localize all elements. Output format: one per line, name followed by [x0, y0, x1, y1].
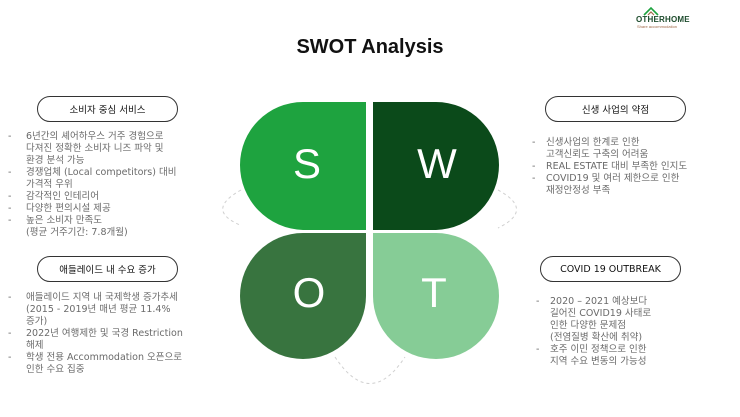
opportunity-label: 애들레이드 내 수요 증가 [37, 256, 178, 282]
connector-arc-bottom [334, 356, 406, 384]
list-item: (평균 거주기간: 7.8개월) [26, 227, 128, 238]
list-item: 2020 – 2021 예상보다 [536, 296, 736, 308]
petal-weakness [373, 102, 499, 230]
list-item: 인한 다양한 문제점 [550, 320, 626, 331]
list-item: 경쟁업체 (Local competitors) 대비 [8, 167, 238, 179]
list-item: REAL ESTATE 대비 부족한 인지도 [532, 161, 737, 173]
connector-arc-right [497, 189, 517, 229]
list-item: COVID19 및 여러 제한으로 인한 [532, 173, 737, 185]
list-item: 지역 수요 변동의 가능성 [550, 356, 647, 367]
opportunity-list: 애들레이드 지역 내 국제학생 증가추세 (2015 - 2019년 매년 평균… [8, 292, 240, 376]
logo-wordmark: OTHERHOME [636, 15, 690, 24]
house-icon [643, 6, 659, 16]
threat-letter: T [421, 269, 447, 316]
list-item: (2015 - 2019년 매년 평균 11.4% [26, 304, 171, 315]
threat-label: COVID 19 OUTBREAK [540, 256, 681, 282]
weakness-label: 신생 사업의 약점 [545, 96, 686, 122]
list-item: 신생사업의 한계로 인한 [532, 137, 737, 149]
threat-list: 2020 – 2021 예상보다 길어진 COVID19 사태로 인한 다양한 … [536, 296, 736, 368]
logo-tagline: Share accommodation [637, 24, 678, 29]
list-item: 2022년 여행제한 및 국경 Restriction [8, 328, 240, 340]
list-item: 감각적인 인테리어 [8, 191, 238, 203]
list-item: 다져진 정확한 소비자 니즈 파악 및 [26, 143, 164, 154]
list-item: 6년간의 셰어하우스 거주 경험으로 [8, 131, 238, 143]
list-item: 높은 소비자 만족도 [8, 215, 238, 227]
list-item: 증가) [26, 316, 48, 327]
list-item: 가격적 우위 [26, 179, 73, 190]
weakness-letter: W [417, 140, 457, 187]
list-item: 길어진 COVID19 사태로 [550, 308, 652, 319]
list-item: 학생 전용 Accommodation 오픈으로 [8, 352, 240, 364]
weakness-list: 신생사업의 한계로 인한 고객신뢰도 구축의 어려움 REAL ESTATE 대… [532, 137, 737, 197]
list-item: 해제 [26, 340, 44, 351]
list-item: 인한 수요 집중 [26, 364, 85, 375]
petal-strength [240, 102, 366, 230]
list-item: 애들레이드 지역 내 국제학생 증가추세 [8, 292, 240, 304]
company-logo: OTHERHOME Share accommodation [636, 6, 696, 32]
petal-opportunity [240, 233, 366, 359]
list-item: (전염질병 확산에 취약) [550, 332, 643, 343]
strength-label: 소비자 중심 서비스 [37, 96, 178, 122]
page-title: SWOT Analysis [296, 36, 444, 58]
strength-list: 6년간의 셰어하우스 거주 경험으로 다져진 정확한 소비자 니즈 파악 및 환… [8, 131, 238, 239]
list-item: 재정안정성 부족 [546, 185, 611, 196]
list-item: 다양한 편의시설 제공 [8, 203, 238, 215]
opportunity-letter: O [292, 269, 326, 316]
list-item: 호주 이민 정책으로 인한 [536, 344, 736, 356]
petal-threat [373, 233, 499, 359]
strength-letter: S [292, 140, 321, 187]
list-item: 환경 분석 가능 [26, 155, 85, 166]
list-item: 고객신뢰도 구축의 어려움 [546, 149, 649, 160]
